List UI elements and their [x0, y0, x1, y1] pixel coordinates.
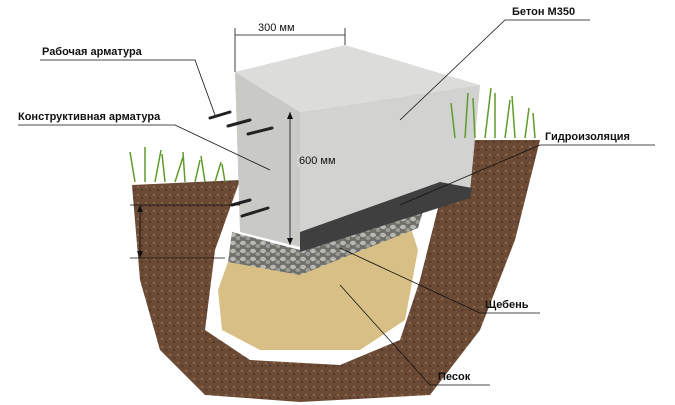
- concrete-side: [300, 85, 480, 247]
- grass: [129, 87, 536, 183]
- concrete-top: [235, 45, 480, 112]
- label-waterproofing: Гидроизоляция: [545, 131, 630, 143]
- waterproofing-layer: [300, 182, 472, 252]
- label-structural-rebar: Конструктивная арматура: [18, 111, 161, 123]
- label-working-rebar: Рабочая арматура: [42, 46, 142, 58]
- dimension-height: 600 мм: [297, 155, 338, 167]
- soil: [132, 140, 540, 402]
- concrete-end: [235, 72, 300, 247]
- sand-layer: [218, 225, 418, 350]
- rebar: [208, 110, 274, 218]
- label-concrete: Бетон М350: [512, 6, 576, 18]
- label-gravel: Щебень: [485, 299, 529, 311]
- gravel-layer: [228, 205, 425, 275]
- label-sand: Песок: [438, 371, 471, 383]
- dimension-width: 300 мм: [258, 22, 295, 34]
